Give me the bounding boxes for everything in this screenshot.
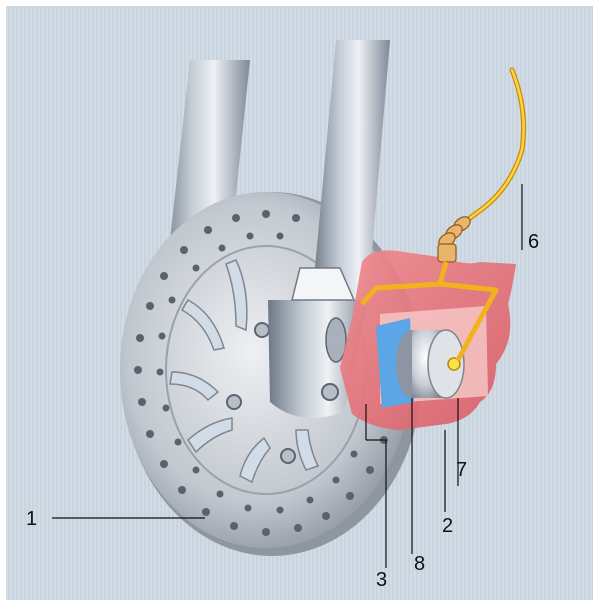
callout-2: 2: [442, 515, 453, 537]
callout-7: 7: [456, 459, 467, 481]
illustration-frame: 1 2 3 6 7 8: [6, 6, 593, 600]
callout-6: 6: [528, 231, 539, 253]
brake-illustration: 1 2 3 6 7 8: [6, 6, 593, 600]
callout-1: 1: [26, 508, 37, 530]
callout-8: 8: [414, 553, 425, 575]
callout-3: 3: [376, 569, 387, 591]
